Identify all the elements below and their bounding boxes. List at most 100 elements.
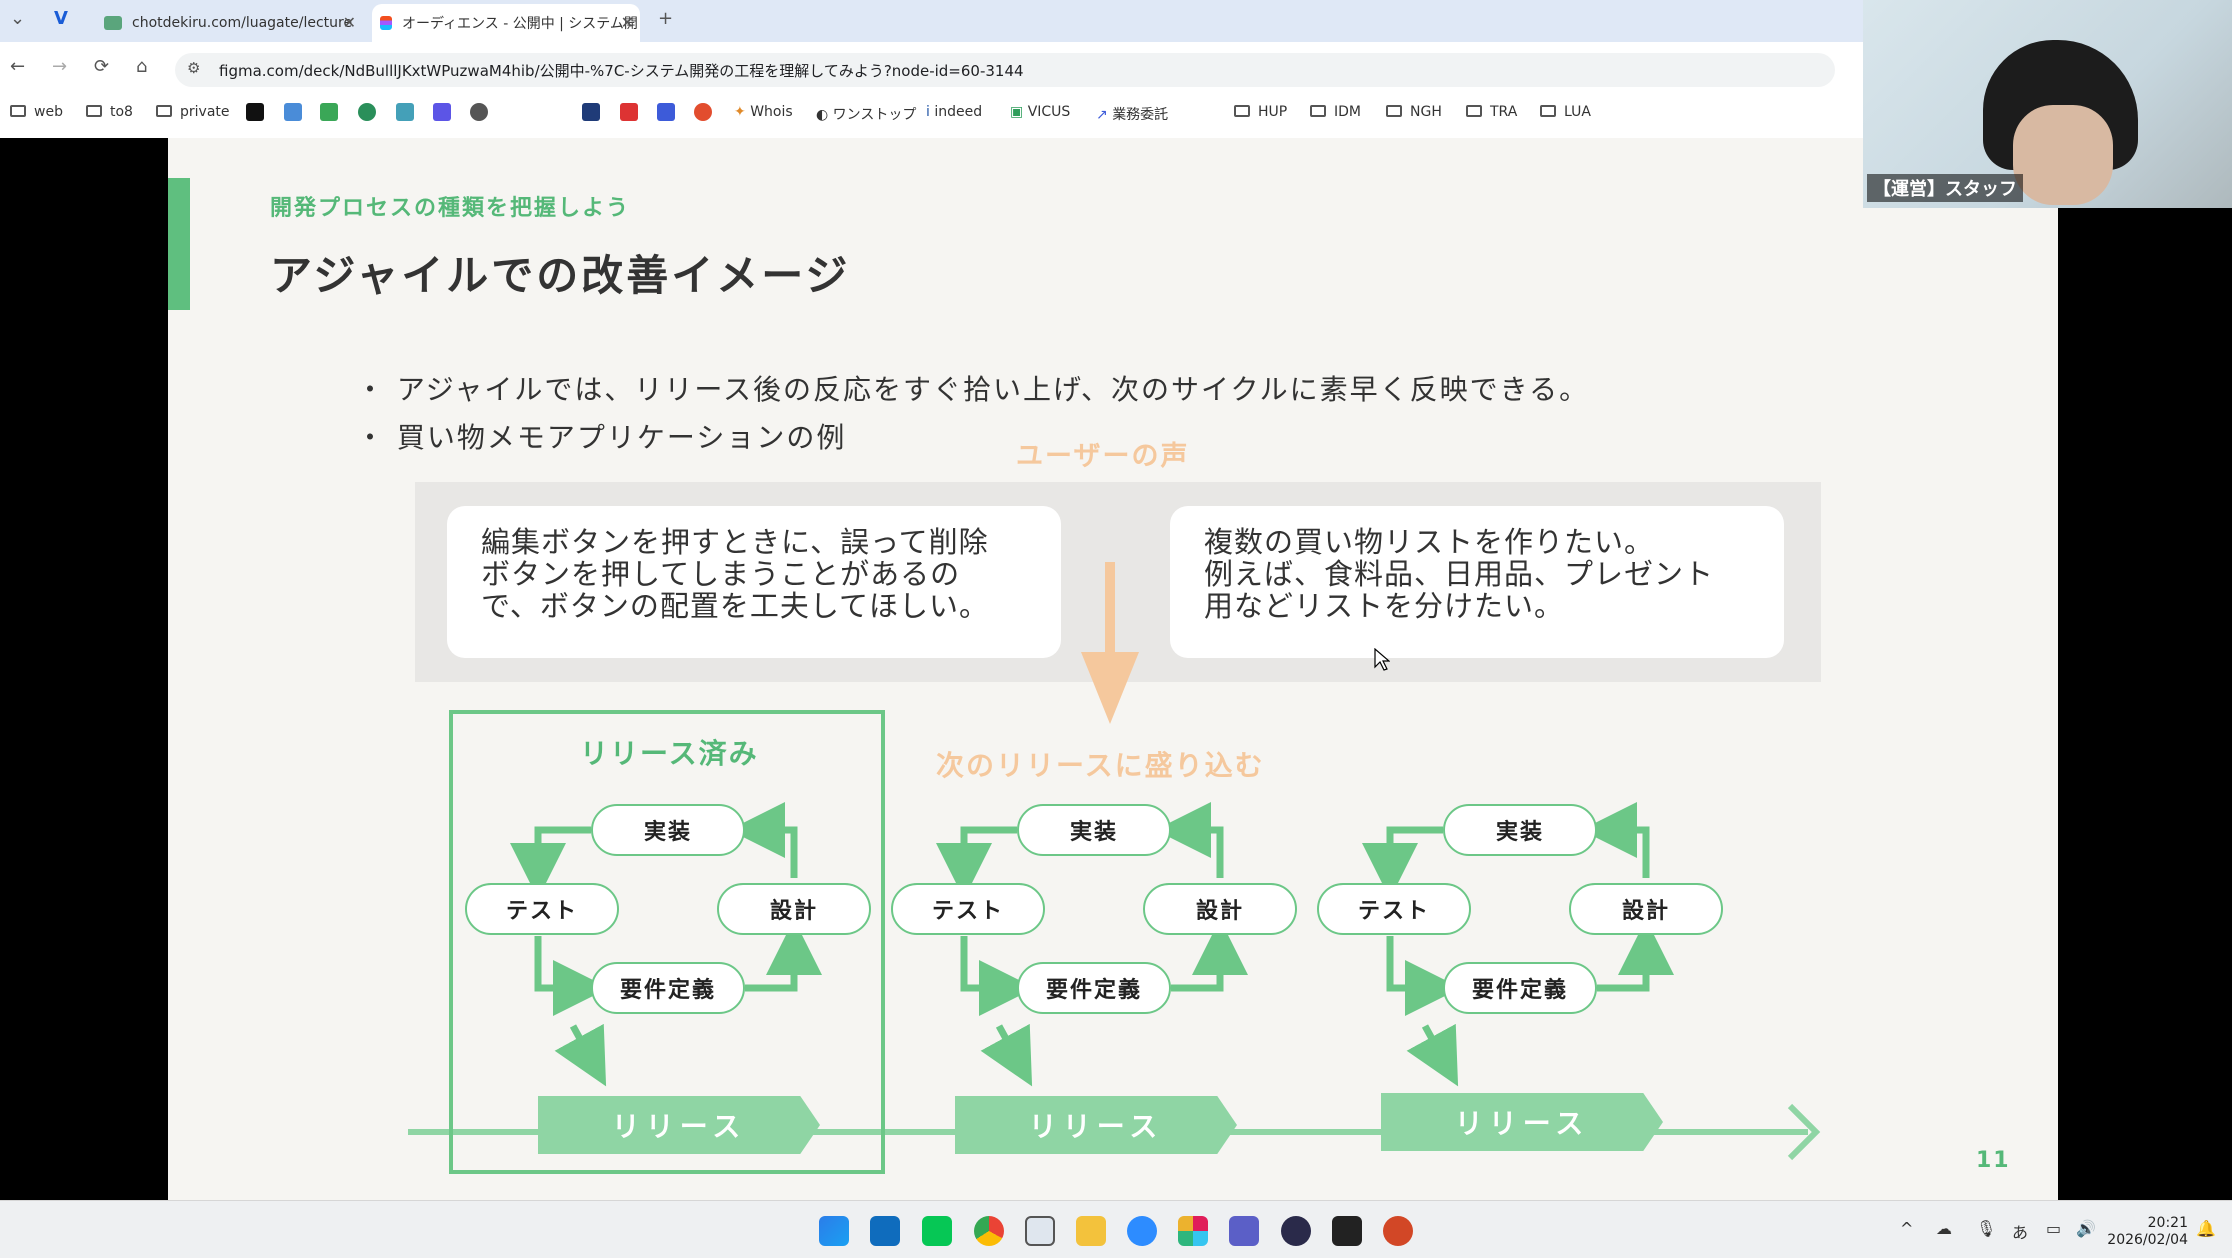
slack-icon[interactable] [1178, 1216, 1208, 1246]
folder-icon [1466, 105, 1482, 117]
close-tab-icon[interactable]: ✕ [342, 13, 356, 32]
start-icon[interactable] [819, 1216, 849, 1246]
tab-chotdekiru[interactable]: chotdekiru.com/luagate/lecture ✕ [96, 4, 362, 42]
cycle-node-design: 設計 [1569, 883, 1723, 935]
microphone-icon[interactable]: 🎙 [1976, 1219, 1997, 1238]
teams-icon[interactable] [1229, 1216, 1259, 1246]
app-icon[interactable] [1281, 1216, 1311, 1246]
vivaldi-logo-icon[interactable]: V [54, 8, 68, 29]
bookmark-label: NGH [1410, 104, 1442, 120]
back-icon[interactable]: ← [10, 56, 26, 77]
bookmark-tra[interactable]: TRA [1466, 104, 1517, 120]
feedback-line: で、ボタンの配置を工夫してほしい。 [481, 589, 989, 623]
cycle-node-requirements: 要件定義 [1017, 962, 1171, 1014]
zoom-icon[interactable] [1127, 1216, 1157, 1246]
bullet-point: ・ アジャイルでは、リリース後の反応をすぐ拾い上げ、次のサイクルに素早く反映でき… [356, 373, 1590, 406]
feedback-bubble: 編集ボタンを押すときに、誤って削除 ボタンを押してしまうことがあるの で、ボタン… [447, 506, 1061, 658]
cycle-node-implement: 実装 [1017, 804, 1171, 856]
bookmark-app-icon[interactable] [246, 103, 264, 121]
cycle-node-test: テスト [465, 883, 619, 935]
bookmark-onestop[interactable]: ◐ ワンストップ [816, 104, 916, 124]
bookmark-app-icon[interactable] [396, 103, 414, 121]
system-clock[interactable]: 20:21 2026/02/04 [2107, 1215, 2188, 1249]
bookmark-app-icon[interactable] [582, 103, 600, 121]
bookmark-to8[interactable]: to8 [86, 104, 133, 120]
line-icon[interactable] [922, 1216, 952, 1246]
tray-expand-icon[interactable]: ^ [1900, 1219, 1914, 1238]
bookmark-app-icon[interactable] [284, 103, 302, 121]
bookmark-whois[interactable]: ✦ Whois [734, 104, 793, 120]
feedback-line: 複数の買い物リストを作りたい。 [1204, 525, 1655, 559]
site-settings-icon[interactable]: ⚙ [187, 59, 201, 77]
cycle-arrow [936, 826, 1017, 899]
released-label: リリース済み [580, 737, 759, 770]
cycle-arrow [1406, 1023, 1459, 1087]
tab-figma[interactable]: オーディエンス - 公開中 | システム開 ✕ [372, 4, 640, 42]
bookmark-lua[interactable]: LUA [1540, 104, 1591, 120]
release-arrow: リリース [955, 1096, 1237, 1154]
participant-name: 【運営】スタッフ [1867, 174, 2023, 202]
bookmark-app-icon[interactable] [433, 103, 451, 121]
bookmark-vicus[interactable]: ▣ VICUS [1010, 104, 1070, 120]
bookmark-ngh[interactable]: NGH [1386, 104, 1442, 120]
release-arrow: リリース [1381, 1093, 1663, 1151]
clock-date: 2026/02/04 [2107, 1232, 2188, 1248]
url-input[interactable]: ⚙ figma.com/deck/NdBulllJKxtWPuzwaM4hib/… [175, 53, 1835, 87]
ime-indicator[interactable]: あ [2012, 1223, 2029, 1242]
bookmark-label: private [180, 104, 230, 120]
feedback-line: 用などリストを分けたい。 [1204, 589, 1565, 623]
whois-icon: ✦ [734, 104, 751, 120]
bookmark-app-icon[interactable] [358, 103, 376, 121]
cycle-arrow [1171, 919, 1248, 992]
feedback-bubble: 複数の買い物リストを作りたい。 例えば、食料品、日用品、プレゼント 用などリスト… [1170, 506, 1784, 658]
bookmark-web[interactable]: web [10, 104, 63, 120]
new-tab-icon[interactable]: + [658, 8, 674, 29]
onedrive-icon[interactable]: ☁ [1936, 1219, 1952, 1238]
cycle-node-requirements: 要件定義 [591, 962, 745, 1014]
network-icon[interactable]: ▭ [2046, 1219, 2062, 1238]
notepad-icon[interactable] [1025, 1216, 1055, 1246]
notification-icon[interactable]: 🔔 [2196, 1219, 2216, 1238]
folder-icon [1310, 105, 1326, 117]
bookmark-app-icon[interactable] [470, 103, 488, 121]
file-explorer-icon[interactable] [1076, 1216, 1106, 1246]
bookmark-app-icon[interactable] [694, 103, 712, 121]
bookmark-hup[interactable]: HUP [1234, 104, 1287, 120]
chrome-icon[interactable] [974, 1216, 1004, 1246]
bookmark-idm[interactable]: IDM [1310, 104, 1361, 120]
bookmark-indeed[interactable]: ⅰ indeed [926, 104, 982, 120]
cycle-node-implement: 実装 [1443, 804, 1597, 856]
bookmark-label: ワンストップ [832, 107, 917, 123]
home-icon[interactable]: ⌂ [136, 56, 148, 77]
bookmark-gyomu[interactable]: ↗ 業務委託 [1096, 104, 1168, 124]
sticky-notes-icon[interactable] [1332, 1216, 1362, 1246]
outlook-icon[interactable] [870, 1216, 900, 1246]
powerpoint-icon[interactable] [1383, 1216, 1413, 1246]
close-tab-icon[interactable]: ✕ [620, 13, 634, 32]
cycle-arrow [534, 936, 609, 1016]
site-favicon-icon [104, 16, 122, 30]
forward-icon[interactable]: → [52, 56, 68, 77]
volume-icon[interactable]: 🔊 [2076, 1219, 2096, 1238]
cycle-arrow [960, 936, 1035, 1016]
tab-list-icon[interactable]: ⌄ [10, 8, 26, 29]
slide-canvas: 開発プロセスの種類を把握しよう アジャイルでの改善イメージ ・ アジャイルでは、… [168, 138, 2058, 1200]
feedback-line: 編集ボタンを押すときに、誤って削除 [481, 525, 989, 559]
bookmark-private[interactable]: private [156, 104, 230, 120]
bookmark-app-icon[interactable] [657, 103, 675, 121]
bookmark-label: Whois [750, 104, 793, 120]
reload-icon[interactable]: ⟳ [94, 56, 110, 77]
folder-icon [1540, 105, 1556, 117]
drive-icon[interactable] [320, 103, 338, 121]
slide-subtitle: 開発プロセスの種類を把握しよう [270, 196, 631, 221]
bookmark-label: to8 [110, 104, 133, 120]
cycle-arrow [1362, 826, 1443, 899]
cycle-node-requirements: 要件定義 [1443, 962, 1597, 1014]
cycle-arrow [729, 802, 798, 878]
pdf-icon[interactable] [620, 103, 638, 121]
cycle-arrow [745, 919, 822, 992]
folder-icon [156, 105, 172, 117]
bookmark-label: HUP [1258, 104, 1288, 120]
bookmark-label: VICUS [1027, 104, 1071, 120]
